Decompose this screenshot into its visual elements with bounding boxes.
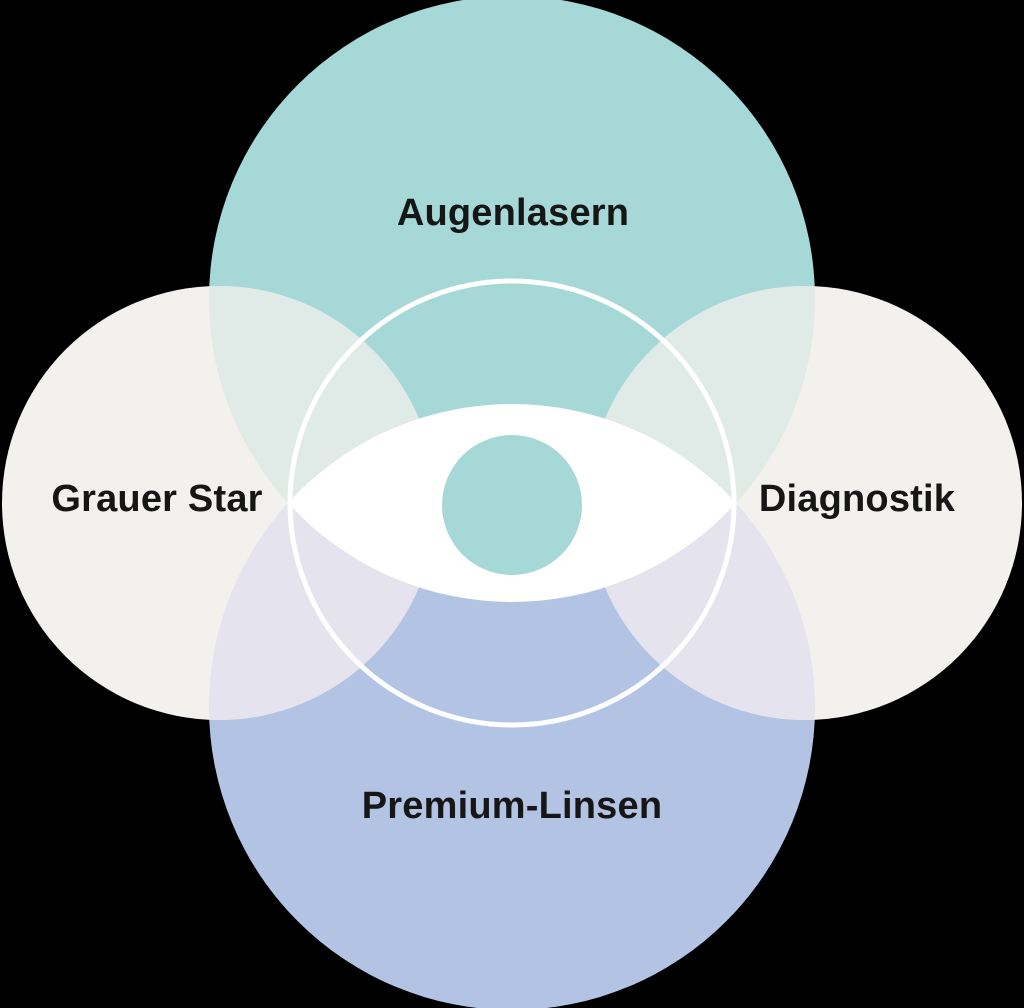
eye-icon: [209, 404, 815, 602]
label-grauer-star: Grauer Star: [51, 478, 262, 520]
eye-iris: [442, 435, 582, 575]
eye-sclera-lens: [209, 404, 815, 602]
label-diagnostik: Diagnostik: [759, 478, 956, 520]
label-premium-linsen: Premium-Linsen: [362, 785, 663, 827]
label-augenlasern: Augenlasern: [397, 192, 629, 234]
focus-ring: [287, 278, 737, 728]
